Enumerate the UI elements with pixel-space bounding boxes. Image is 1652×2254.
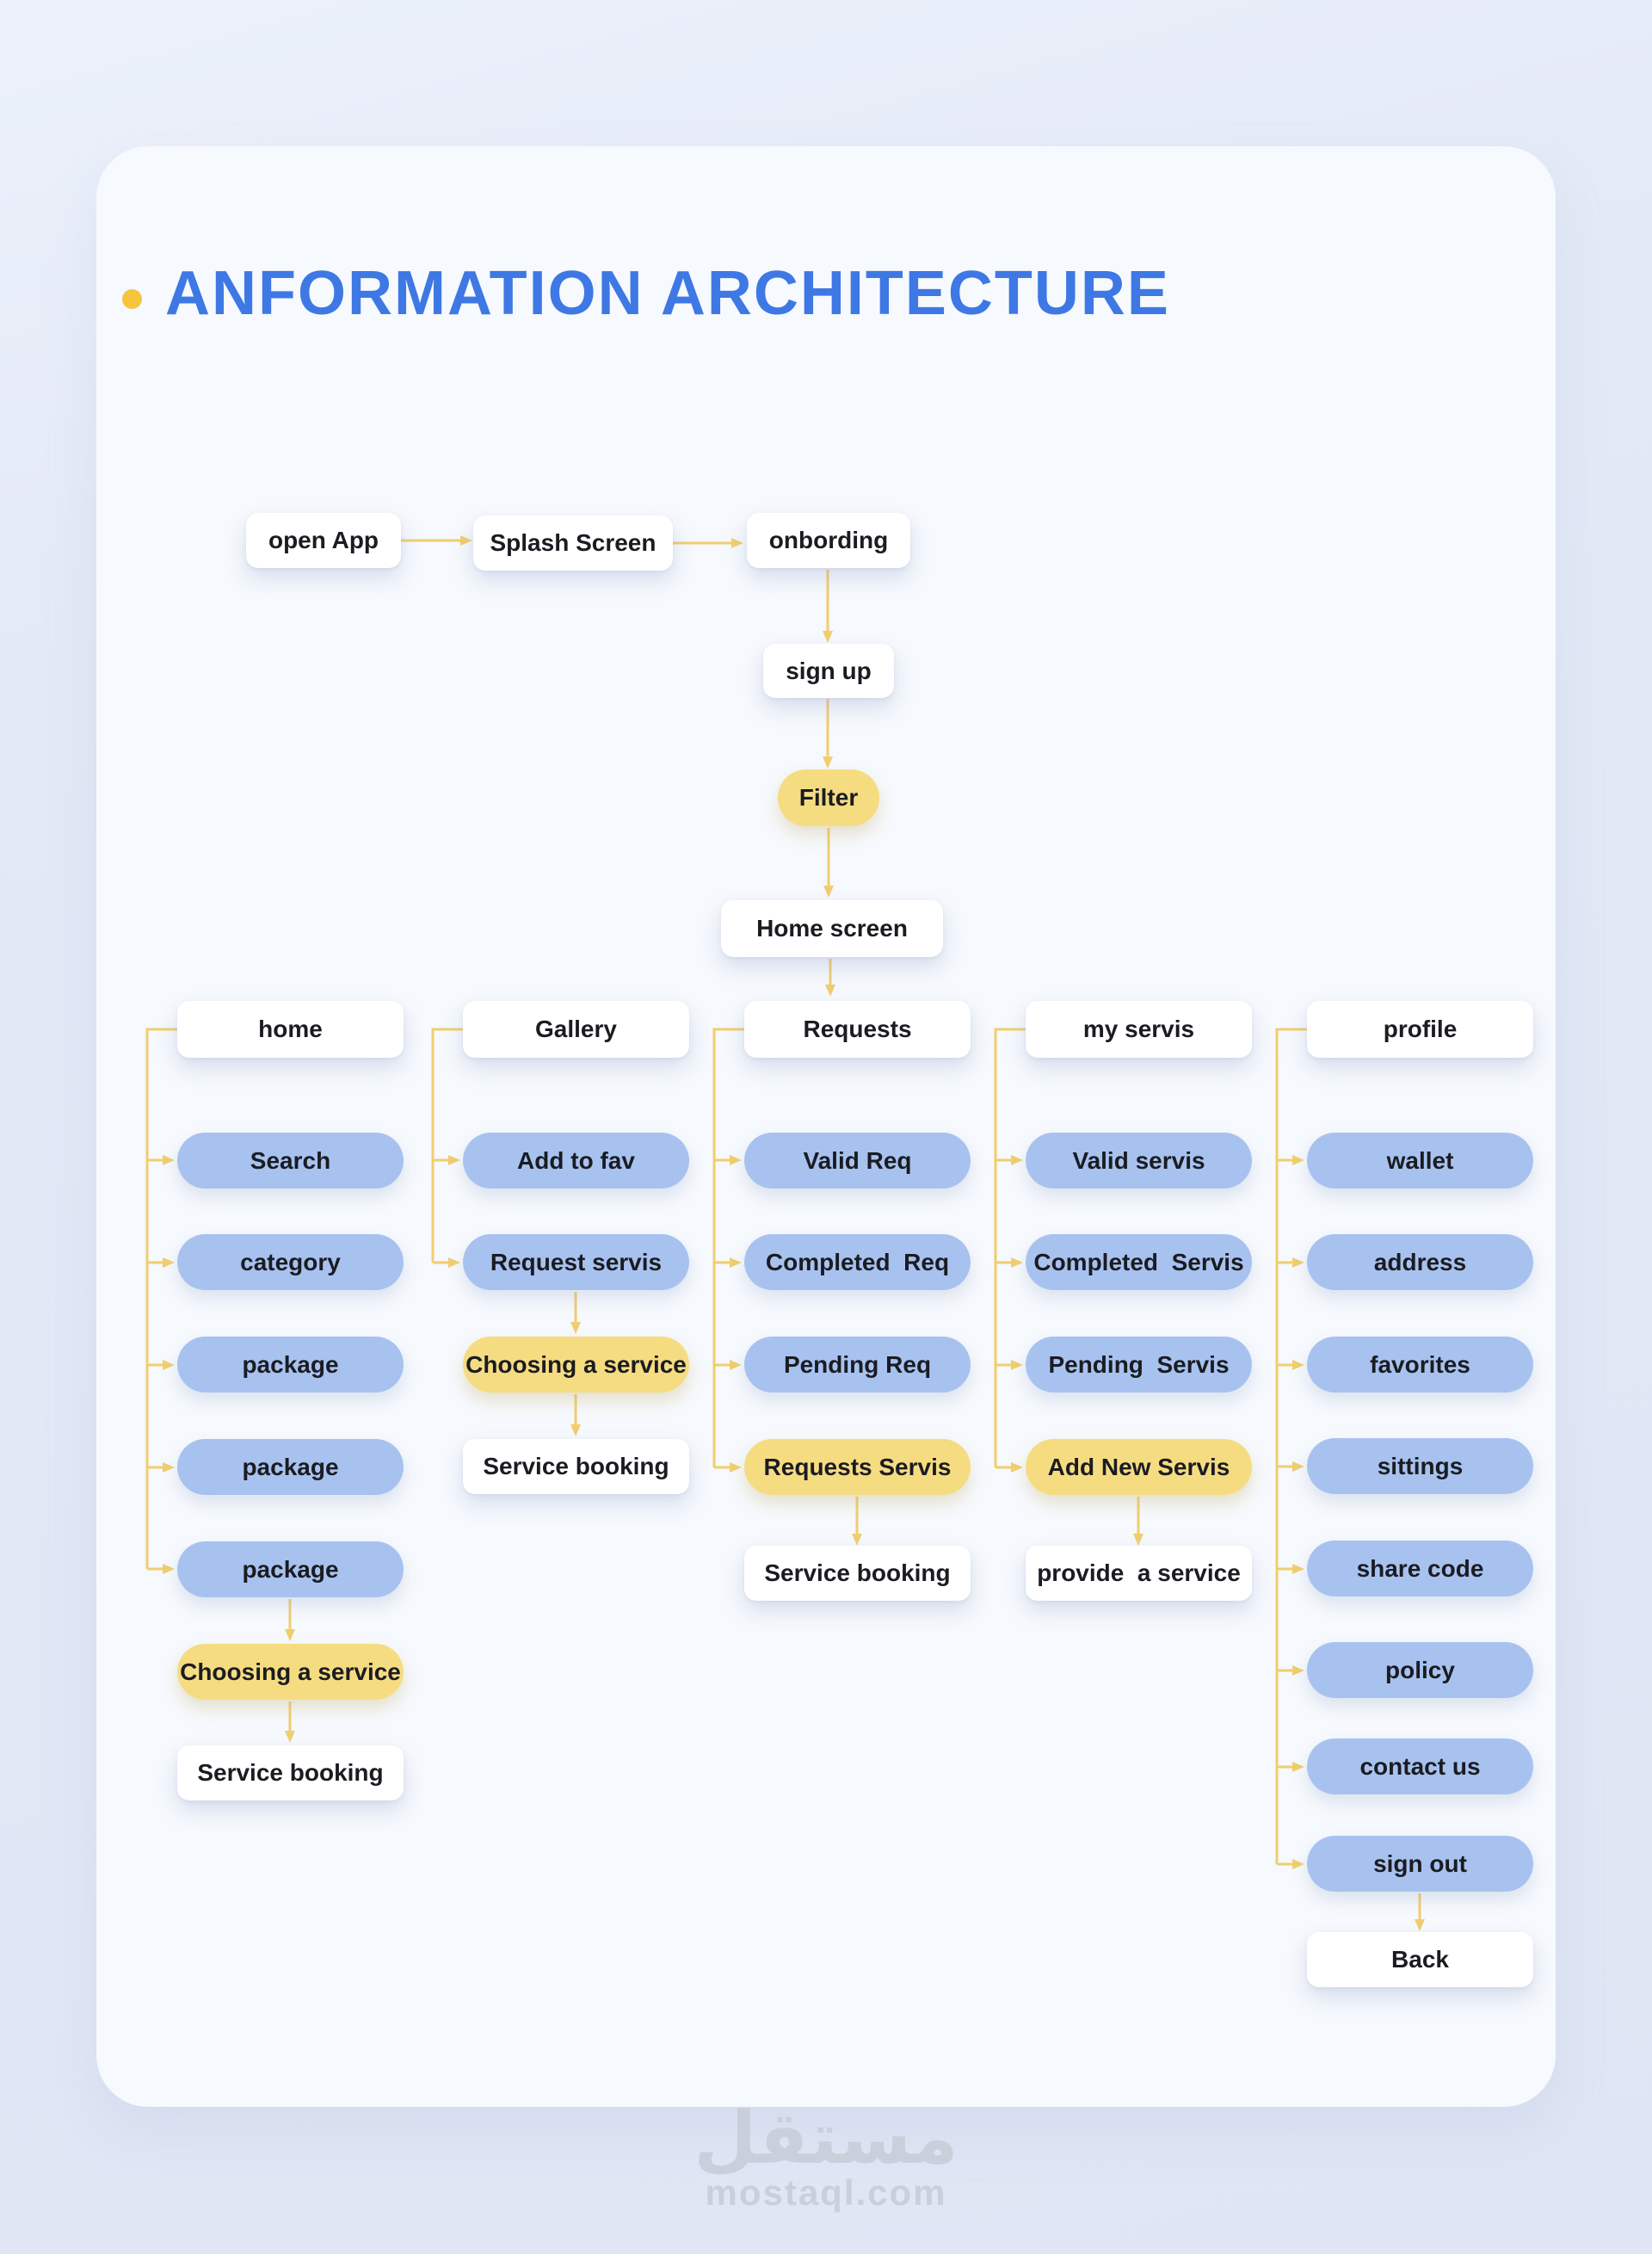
node-sign-out: sign out [1307, 1836, 1533, 1892]
mostaql-logo: مستقل [693, 2096, 959, 2180]
mostaql-site-text: mostaql.com [705, 2172, 947, 2213]
page-title: ANFORMATION ARCHITECTURE [165, 259, 1170, 328]
title-bullet-icon [122, 289, 142, 309]
node-onboarding: onbording [747, 513, 910, 568]
node-splash-screen: Splash Screen [473, 516, 673, 571]
node-requests-servis: Requests Servis [744, 1439, 971, 1495]
node-valid-servis: Valid servis [1026, 1133, 1252, 1189]
node-add-new-servis: Add New Servis [1026, 1439, 1252, 1495]
node-choosing-a-service-home: Choosing a service [177, 1644, 404, 1700]
node-completed-req: Completed Req [744, 1234, 971, 1290]
node-search: Search [177, 1133, 404, 1189]
node-category: category [177, 1234, 404, 1290]
node-service-booking-home: Service booking [177, 1745, 404, 1800]
node-package-2: package [177, 1439, 404, 1495]
column-header-home: home [177, 1001, 404, 1058]
node-contact-us: contact us [1307, 1738, 1533, 1794]
node-share-code: share code [1307, 1541, 1533, 1596]
node-service-booking-gallery: Service booking [463, 1439, 689, 1494]
node-open-app: open App [246, 513, 401, 568]
node-completed-servis: Completed Servis [1026, 1234, 1252, 1290]
node-back: Back [1307, 1932, 1533, 1987]
column-header-my-servis: my servis [1026, 1001, 1252, 1058]
node-address: address [1307, 1234, 1533, 1290]
column-header-profile: profile [1307, 1001, 1533, 1058]
node-filter: Filter [778, 769, 879, 826]
node-favorites: favorites [1307, 1337, 1533, 1393]
node-sign-up: sign up [763, 644, 894, 698]
node-policy: policy [1307, 1642, 1533, 1698]
node-home-screen: Home screen [721, 900, 943, 957]
node-provide-a-service: provide a service [1026, 1546, 1252, 1601]
node-choosing-a-service-gallery: Choosing a service [463, 1337, 689, 1393]
node-request-servis: Request servis [463, 1234, 689, 1290]
column-header-gallery: Gallery [463, 1001, 689, 1058]
node-add-to-fav: Add to fav [463, 1133, 689, 1189]
diagram-card [96, 146, 1556, 2107]
node-package-3: package [177, 1541, 404, 1597]
node-pending-req: Pending Req [744, 1337, 971, 1393]
column-header-requests: Requests [744, 1001, 971, 1058]
node-sittings: sittings [1307, 1438, 1533, 1494]
node-pending-servis: Pending Servis [1026, 1337, 1252, 1393]
node-service-booking-requests: Service booking [744, 1546, 971, 1601]
node-wallet: wallet [1307, 1133, 1533, 1189]
node-package-1: package [177, 1337, 404, 1393]
node-valid-req: Valid Req [744, 1133, 971, 1189]
